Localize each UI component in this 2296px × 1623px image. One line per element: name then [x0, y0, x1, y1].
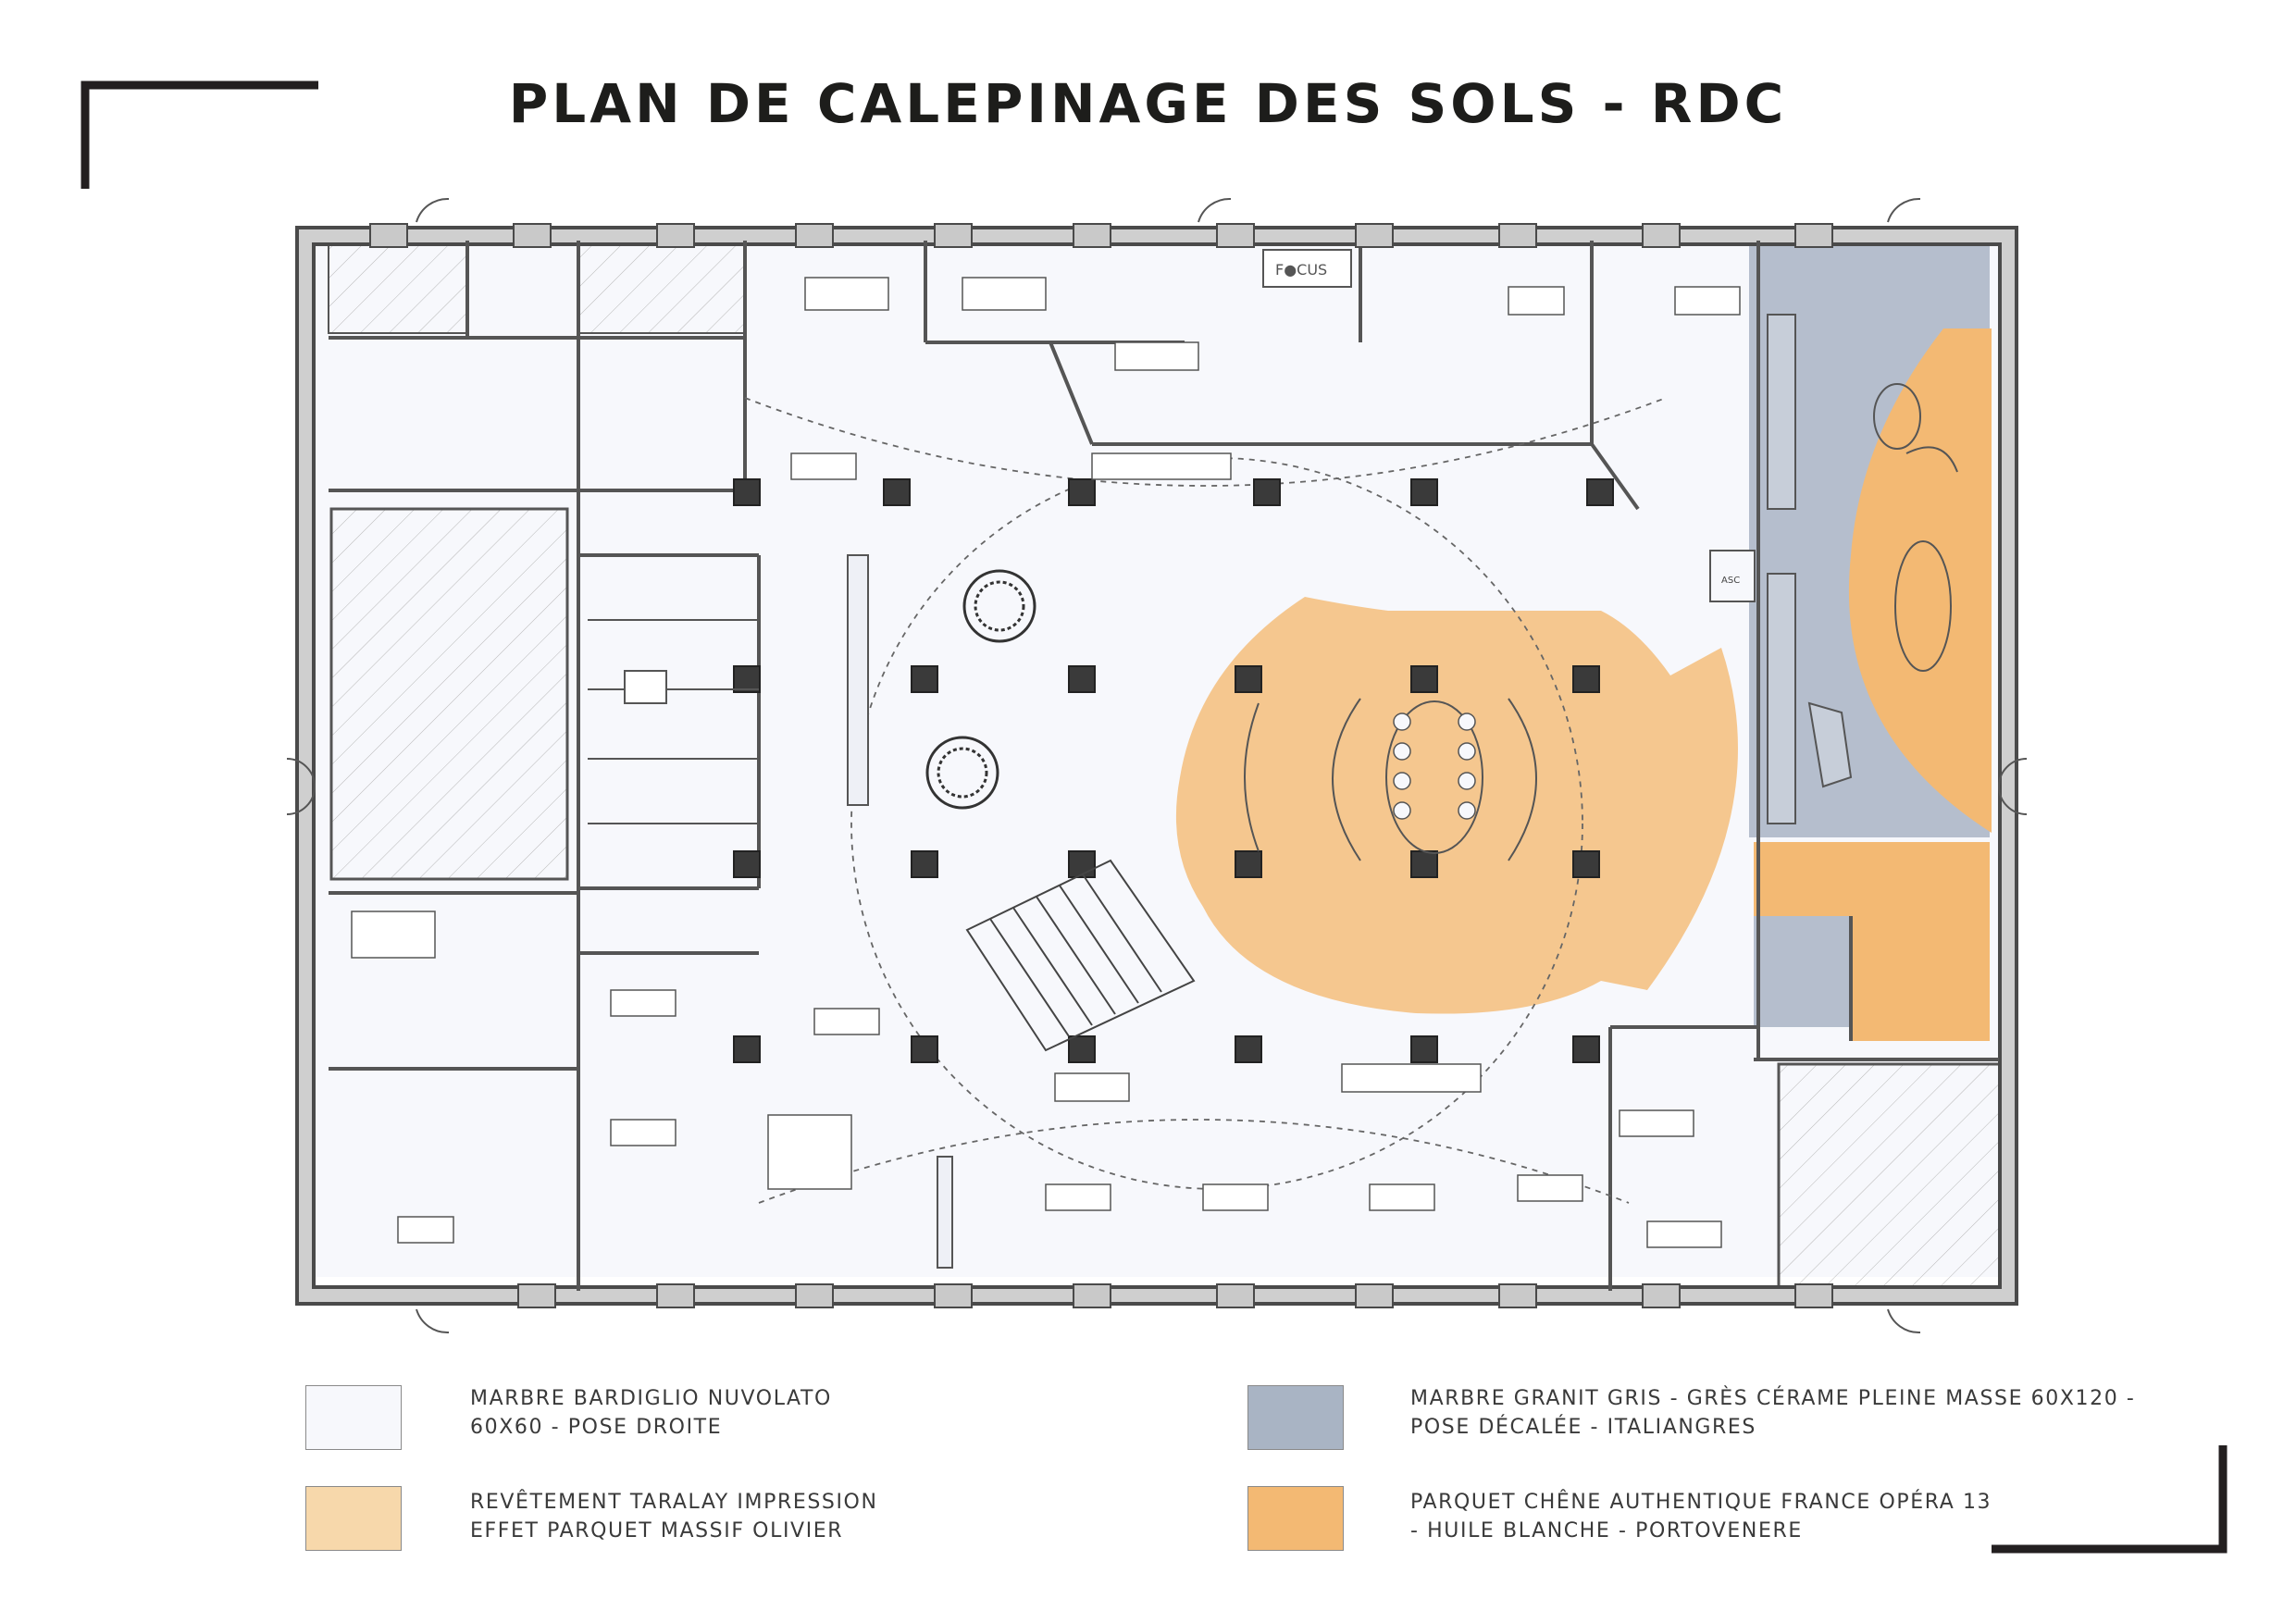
floor-plan: ASC	[286, 197, 2028, 1334]
legend-text-taralay: REVÊTEMENT TARALAY IMPRESSION EFFET PARQ…	[470, 1491, 878, 1542]
legend-text-marbre-bardiglio: MARBRE BARDIGLIO NUVOLATO 60X60 - POSE D…	[470, 1387, 832, 1439]
legend-text-granit-gris: MARBRE GRANIT GRIS - GRÈS CÉRAME PLEINE …	[1410, 1387, 2136, 1439]
door-swings	[286, 197, 2028, 1334]
legend-swatch-taralay	[305, 1486, 402, 1551]
desks	[351, 277, 1741, 1248]
corner-bracket-bottom-right	[1992, 1445, 2228, 1554]
elevator-label: ASC	[1721, 576, 1740, 586]
void-top-left-2	[577, 244, 746, 334]
legend-swatch-parquet-chene	[1247, 1486, 1344, 1551]
round-booths	[925, 569, 1036, 810]
window-bays	[369, 223, 1833, 1308]
focus-sign-box	[1262, 249, 1352, 288]
kitchen-counters	[1767, 314, 1853, 824]
floor-parquet-chene-office	[1754, 842, 1990, 1041]
floor-granit-gris-bath	[1754, 916, 1851, 1027]
page-title: PLAN DE CALEPINAGE DES SOLS - RDC	[508, 72, 1788, 135]
focus-sign-text: F●CUS	[1275, 261, 1327, 279]
floor-taralay-central	[1175, 597, 1738, 1014]
corner-bracket-top-left	[81, 81, 318, 189]
central-meeting-area	[1244, 698, 1537, 861]
void-top-left-1	[328, 244, 468, 334]
floor-parquet-chene-meeting	[1848, 328, 1992, 833]
void-elevator	[1709, 550, 1756, 602]
void-stair-left	[329, 507, 569, 881]
legend-swatch-granit-gris	[1247, 1385, 1344, 1450]
wc-block	[588, 619, 759, 824]
central-staircase	[965, 859, 1196, 1052]
legend-swatch-marbre-bardiglio	[305, 1385, 402, 1450]
void-bottom-right	[1777, 1062, 2003, 1293]
legend-text-parquet-chene: PARQUET CHÊNE AUTHENTIQUE FRANCE OPÉRA 1…	[1410, 1491, 1992, 1542]
columns	[733, 478, 1614, 1063]
right-meeting-table	[1873, 383, 1958, 672]
